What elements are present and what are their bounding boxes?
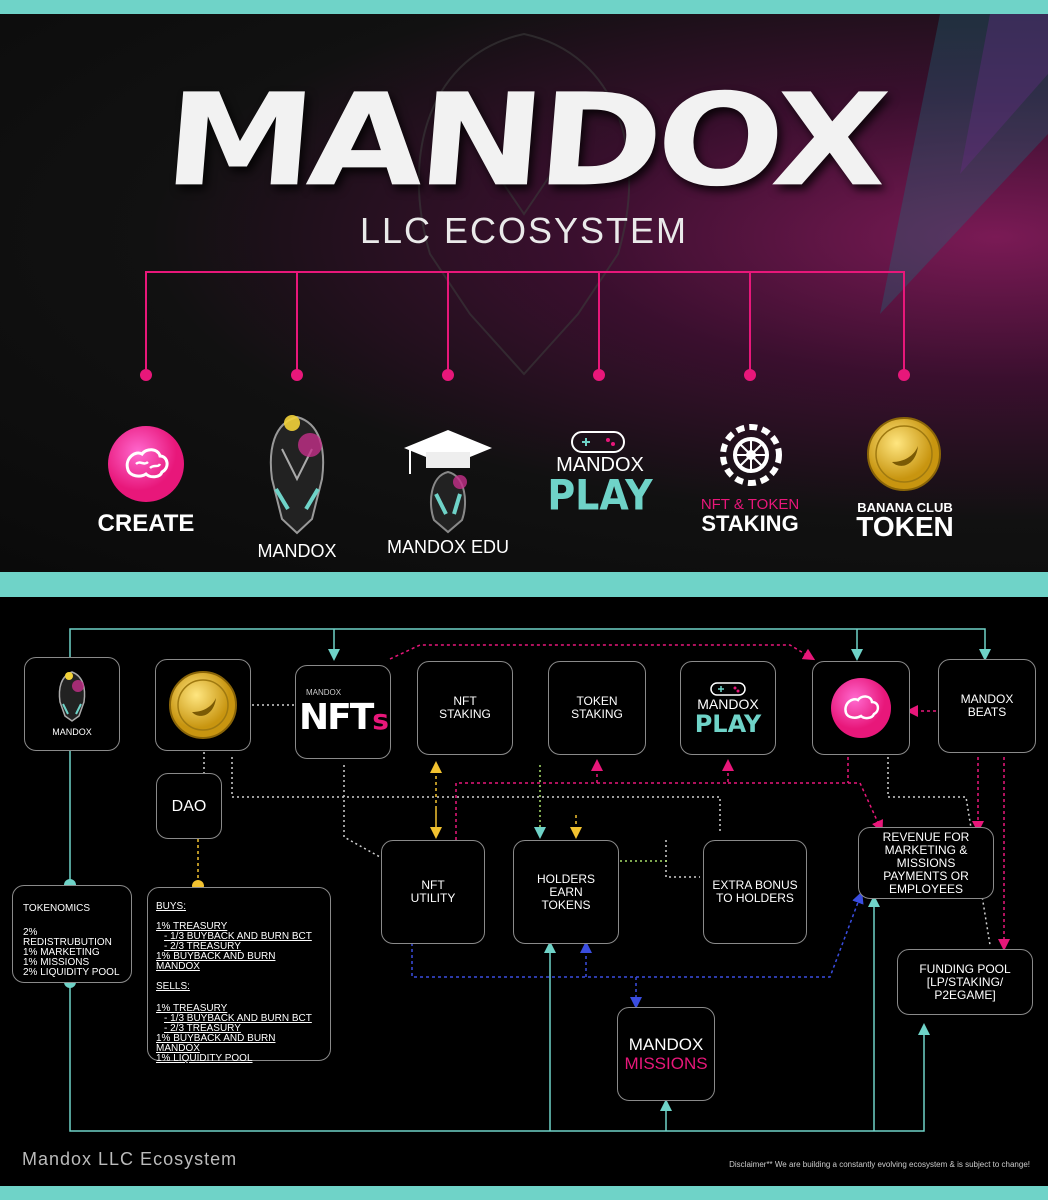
mandox-edu-graduation-icon[interactable] — [400, 424, 496, 534]
sells-line: 1% TREASURY — [156, 1003, 228, 1014]
nft-utility-line: UTILITY — [410, 891, 456, 905]
nft-utility-node[interactable]: NFT UTILITY — [381, 840, 485, 944]
mandox-play-top-label: MANDOX — [556, 454, 644, 476]
banana-coin-node[interactable] — [155, 659, 251, 751]
buys-title: BUYS: — [156, 901, 187, 912]
node-dot — [140, 369, 152, 381]
play-bottom-label: PLAY — [694, 709, 762, 738]
tokenomics-line: 2% REDISTRUBUTION — [23, 927, 112, 948]
tokenomics-line: 1% MARKETING — [23, 947, 100, 958]
token-staking-line: TOKEN — [576, 694, 618, 708]
disclaimer-text: Disclaimer** We are building a constantl… — [729, 1160, 1030, 1169]
buys-line: - 1/3 BUYBACK AND BURN BCT — [164, 931, 312, 942]
mandox-edu-label: MANDOX EDU — [386, 537, 509, 557]
missions-bottom-label: MISSIONS — [624, 1054, 708, 1073]
revenue-line: MISSIONS — [896, 855, 956, 870]
nfts-big-label: NFT — [299, 696, 374, 738]
nft-staking-node[interactable]: NFT STAKING — [417, 661, 513, 755]
tokenomics-node[interactable]: TOKENOMICS 2% REDISTRUBUTION 1% MARKETIN… — [12, 885, 132, 983]
create-node[interactable] — [812, 661, 910, 755]
funding-line: FUNDING POOL — [919, 961, 1011, 976]
flow-connectors — [64, 628, 1010, 1132]
funding-line: P2EGAME] — [934, 987, 996, 1002]
node-dot — [898, 369, 910, 381]
staking-bottom-label: STAKING — [701, 511, 799, 536]
beats-line: BEATS — [967, 705, 1007, 719]
extra-bonus-line: TO HOLDERS — [716, 891, 794, 905]
buys-line: 1% BUYBACK AND BURN MANDOX — [156, 951, 276, 972]
create-label: CREATE — [97, 510, 195, 537]
ecosystem-header-panel: MANDOX LLC ECOSYSTEM CREATE — [0, 14, 1048, 572]
revenue-node[interactable]: REVENUE FOR MARKETING & MISSIONS PAYMENT… — [858, 827, 994, 899]
buys-line: 1% TREASURY — [156, 921, 228, 932]
revenue-line: MARKETING & — [884, 842, 968, 857]
node-dot — [442, 369, 454, 381]
nft-staking-line: NFT — [453, 694, 477, 708]
mandox-nfts-node[interactable]: MANDOX NFTs — [295, 665, 391, 759]
sells-line: - 2/3 TREASURY — [164, 1023, 241, 1034]
buys-sells-node[interactable]: BUYS: 1% TREASURY - 1/3 BUYBACK AND BURN… — [147, 887, 331, 1064]
node-dot — [593, 369, 605, 381]
banana-coin-icon — [169, 671, 237, 739]
token-staking-node[interactable]: TOKEN STAKING — [548, 661, 646, 755]
holders-line: TOKENS — [541, 897, 591, 912]
mandox-play-node[interactable]: MANDOX PLAY — [680, 661, 776, 755]
helmet-watermark-icon — [417, 32, 631, 376]
sells-line: - 1/3 BUYBACK AND BURN BCT — [164, 1013, 312, 1024]
staking-gear-icon[interactable] — [715, 419, 787, 491]
revenue-line: REVENUE FOR — [882, 829, 970, 844]
tokenomics-line: 1% MISSIONS — [23, 957, 90, 968]
funding-pool-node[interactable]: FUNDING POOL [LP/STAKING/ P2EGAME] — [897, 949, 1033, 1015]
revenue-line: PAYMENTS OR — [883, 868, 969, 883]
mandox-missions-node[interactable]: MANDOX MISSIONS — [617, 1007, 715, 1101]
holders-line: HOLDERS — [536, 871, 595, 886]
gamepad-icon — [710, 681, 746, 696]
holders-earn-node[interactable]: HOLDERS EARN TOKENS — [513, 840, 619, 944]
ecosystem-subtitle: LLC ECOSYSTEM — [359, 210, 689, 251]
holders-line: EARN — [549, 884, 583, 899]
banana-coin-icon[interactable] — [866, 416, 942, 492]
footer-title: Mandox LLC Ecosystem — [22, 1149, 238, 1169]
mandox-play-bottom-label: PLAY — [547, 470, 653, 520]
create-brain-icon — [831, 678, 891, 738]
ecosystem-tree-lines — [140, 271, 910, 381]
ecosystem-flow-panel: MANDOX MANDOX NFTs NFT STAKING TOKEN STA… — [0, 597, 1048, 1186]
buys-line: - 2/3 TREASURY — [164, 941, 241, 952]
banana-club-label: BANANA CLUB — [857, 500, 953, 515]
play-top-label: MANDOX — [697, 695, 759, 712]
nfts-small-label: MANDOX — [306, 687, 342, 697]
token-staking-line: STAKING — [571, 707, 623, 721]
create-brain-icon[interactable] — [106, 424, 186, 504]
node-dot — [744, 369, 756, 381]
extra-bonus-line: EXTRA BONUS — [712, 878, 798, 892]
sells-line: 1% BUYBACK AND BURN MANDOX — [156, 1033, 276, 1054]
node-dot — [291, 369, 303, 381]
nfts-s-label: s — [372, 702, 389, 736]
mandox-helmet-icon — [58, 671, 86, 722]
light-streak-decor — [880, 14, 1048, 314]
mandox-node-label: MANDOX — [52, 727, 92, 737]
beats-line: MANDOX — [960, 692, 1014, 706]
sells-title: SELLS: — [156, 981, 190, 992]
mandox-beats-node[interactable]: MANDOX BEATS — [938, 659, 1036, 753]
extra-bonus-node[interactable]: EXTRA BONUS TO HOLDERS — [703, 840, 807, 944]
banana-token-label: TOKEN — [856, 511, 954, 542]
missions-top-label: MANDOX — [628, 1035, 704, 1054]
mandox-node[interactable]: MANDOX — [24, 657, 120, 751]
nft-staking-line: STAKING — [439, 707, 491, 721]
nft-utility-line: NFT — [421, 878, 445, 892]
dao-node[interactable]: DAO — [156, 773, 222, 839]
gamepad-icon[interactable] — [568, 428, 628, 454]
mandox-helmet-icon[interactable] — [262, 409, 332, 539]
funding-line: [LP/STAKING/ — [926, 974, 1004, 989]
sells-line: 1% LIQUIDITY POOL — [156, 1053, 253, 1064]
mandox-label: MANDOX — [257, 541, 337, 561]
revenue-line: EMPLOYEES — [888, 881, 964, 896]
staking-top-label: NFT & TOKEN — [700, 496, 800, 513]
tokenomics-line: 2% LIQUIDITY POOL — [23, 967, 120, 978]
tokenomics-title: TOKENOMICS — [23, 903, 91, 914]
